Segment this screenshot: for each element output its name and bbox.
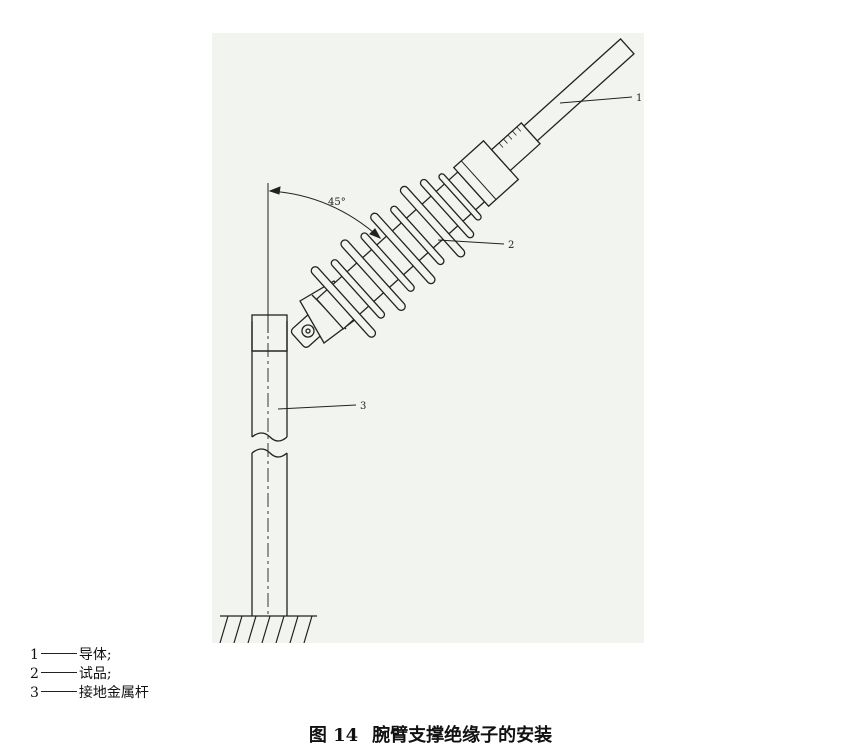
legend-text: 试品; xyxy=(78,666,112,682)
callout-1: 1 xyxy=(636,93,642,104)
legend-item: 1 导体; xyxy=(30,646,149,665)
legend: 1 导体; 2 试品; 3 接地金属杆 xyxy=(30,646,149,703)
leader-lines xyxy=(277,96,633,410)
figure-title: 腕臂支撑绝缘子的安装 xyxy=(372,725,553,746)
legend-text: 导体; xyxy=(78,647,112,663)
insulator-installation-drawing: 45° xyxy=(219,37,642,643)
ground-hatching xyxy=(219,615,317,643)
legend-item: 2 试品; xyxy=(30,665,149,684)
grounded-metal-rod xyxy=(251,193,288,616)
angle-indicator xyxy=(267,183,382,333)
legend-item: 3 接地金属杆 xyxy=(30,684,149,703)
insulator-body xyxy=(310,37,635,338)
figure-panel: 45° xyxy=(212,33,644,643)
figure-number: 图 14 xyxy=(308,725,359,746)
legend-number: 1 xyxy=(30,647,39,663)
callout-3: 3 xyxy=(360,401,366,412)
figure-caption: 图 14 腕臂支撑绝缘子的安装 xyxy=(0,721,861,747)
angle-label: 45° xyxy=(328,197,346,208)
callout-2: 2 xyxy=(508,240,514,251)
legend-number: 2 xyxy=(30,666,39,682)
legend-text: 接地金属杆 xyxy=(78,685,149,701)
legend-number: 3 xyxy=(30,685,39,701)
